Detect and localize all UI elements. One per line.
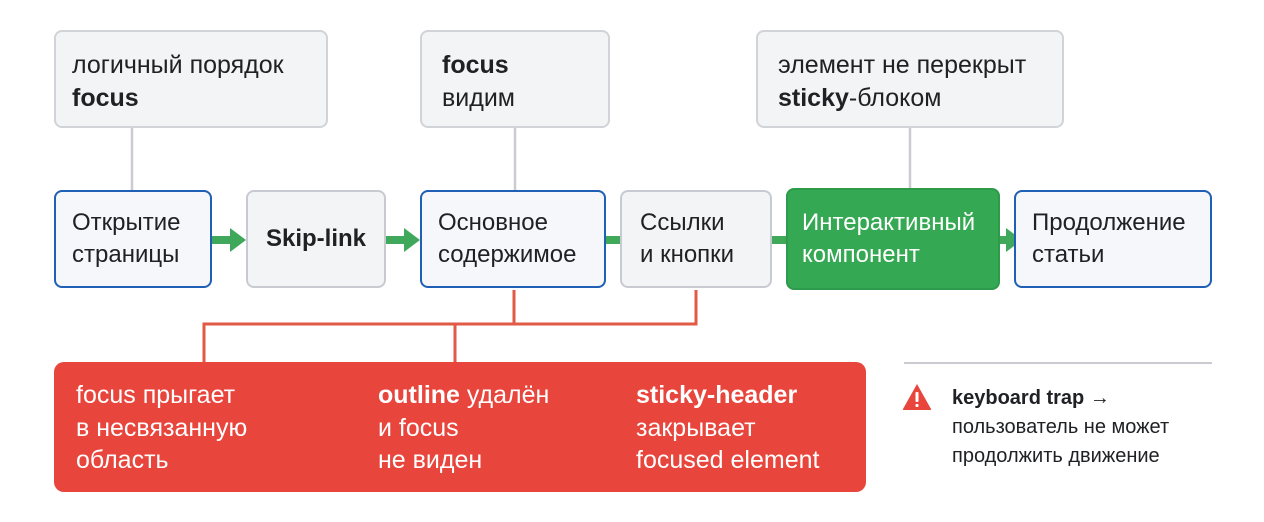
note-not-covered-bold: sticky	[778, 84, 849, 112]
note-not-covered: элемент не перекрыт sticky-блоком	[756, 30, 1064, 128]
failure-focus-jump-line3: область	[76, 446, 169, 474]
legend-divider	[904, 362, 1212, 364]
note-not-covered-line1: элемент не перекрыт	[778, 51, 1027, 79]
legend-title: keyboard trap →	[952, 387, 1110, 409]
legend-line1: пользователь не может	[952, 416, 1170, 438]
step-interactive-component-line1: Интерактивный	[802, 209, 976, 236]
failure-sticky-header-line3: focused element	[636, 446, 820, 474]
note-logical-order-bold: focus	[72, 84, 139, 112]
step-skip-link: Skip-link	[246, 190, 386, 288]
step-page-open-line2: страницы	[72, 241, 180, 268]
failure-focus-jump: focus прыгает в несвязанную область	[76, 379, 336, 477]
step-main-content: Основное содержимое	[420, 190, 606, 288]
step-main-content-line2: содержимое	[438, 241, 577, 268]
arrow-right-icon	[386, 228, 420, 252]
note-not-covered-rest: -блоком	[848, 84, 942, 112]
failure-sticky-header-bold: sticky-header	[636, 381, 798, 409]
note-focus-visible-bold: focus	[442, 51, 509, 79]
step-links-buttons-line2: и кнопки	[640, 241, 735, 268]
failure-outline-removed-line3: не виден	[378, 446, 483, 474]
failure-outline-removed-bold: outline	[378, 381, 460, 409]
step-links-buttons: Ссылки и кнопки	[620, 190, 772, 288]
note-focus-visible: focus видим	[420, 30, 610, 128]
failure-focus-jump-line1: focus прыгает	[76, 381, 236, 409]
step-interactive-component: Интерактивный компонент	[786, 188, 1000, 290]
failure-focus-jump-line2: в несвязанную	[76, 413, 248, 442]
arrow-right-icon	[212, 228, 246, 252]
failure-outline-removed-rest: удалён	[459, 381, 550, 409]
failure-sticky-header-line2: закрывает	[636, 413, 756, 442]
step-page-open-line1: Открытие	[72, 209, 181, 236]
step-article-continue-line1: Продолжение	[1032, 209, 1186, 236]
failure-connectors	[202, 290, 698, 362]
step-interactive-component-line2: компонент	[802, 241, 920, 268]
step-article-continue: Продолжение статьи	[1014, 190, 1212, 288]
step-page-open: Открытие страницы	[54, 190, 212, 288]
note-logical-order-line1: логичный порядок	[72, 51, 284, 79]
step-main-content-line1: Основное	[438, 209, 548, 236]
step-links-buttons-line1: Ссылки	[640, 209, 725, 236]
step-skip-link-label: Skip-link	[265, 225, 367, 252]
step-article-continue-line2: статьи	[1032, 241, 1105, 268]
warning-triangle-icon	[902, 384, 932, 410]
legend-line2: продолжить движение	[952, 445, 1160, 467]
note-logical-order: логичный порядок focus	[54, 30, 328, 128]
failure-outline-removed: outline удалён и focus не виден	[378, 379, 608, 477]
failure-sticky-header: sticky-header закрывает focused element	[636, 379, 861, 477]
failure-outline-removed-line2: и focus	[378, 413, 459, 442]
failure-panel	[54, 362, 866, 492]
note-focus-visible-line2: видим	[442, 84, 515, 112]
